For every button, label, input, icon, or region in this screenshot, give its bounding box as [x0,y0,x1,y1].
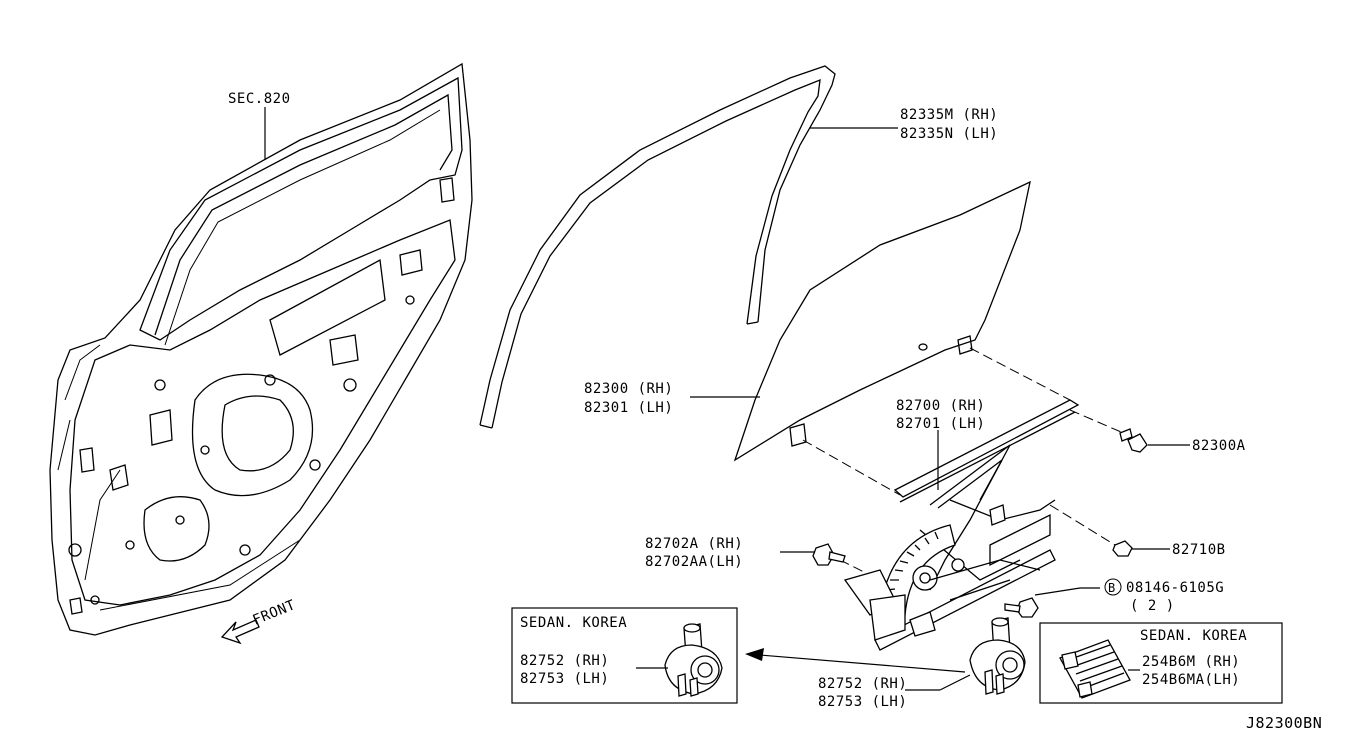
assembly-lines [802,347,1129,611]
bolt-lh-label: 82702AA(LH) [645,554,743,570]
glass-rh-label: 82300 (RH) [584,381,673,397]
section-ref-label: SEC.820 [228,91,291,107]
window-regulator [843,399,1080,651]
regulator-bolt [812,543,846,566]
regulator-lh-label: 82701 (LH) [896,416,985,432]
inset-right-part-lh: 254B6MA(LH) [1142,672,1240,688]
bolt-b-number: 08146-6105G [1126,580,1224,596]
door-glass [733,180,1031,462]
inset-arrow [745,648,966,673]
inset-right-part-rh: 254B6M (RH) [1142,654,1240,670]
motor-lh-label: 82753 (LH) [818,694,907,710]
inset-left-box [511,607,738,704]
regulator-rh-label: 82700 (RH) [896,398,985,414]
sash-rh-label: 82335M (RH) [900,107,998,123]
inset-right-title: SEDAN. KOREA [1140,628,1247,644]
motor-bolt [1004,597,1039,618]
inset-left-motor-rh: 82752 (RH) [520,653,609,669]
inset-right-box [1039,622,1283,704]
regulator-nut [1112,540,1133,557]
regulator-nut-label: 82710B [1172,542,1226,558]
motor-rh-label: 82752 (RH) [818,676,907,692]
glass-lh-label: 82301 (LH) [584,400,673,416]
glass-bolt-label: 82300A [1192,438,1246,454]
inset-left-motor-lh: 82753 (LH) [520,671,609,687]
sash-lh-label: 82335N (LH) [900,126,998,142]
window-motor [969,617,1026,695]
bolt-rh-label: 82702A (RH) [645,536,743,552]
rear-door-panel [49,62,473,636]
diagram-id: J82300BN [1246,714,1322,732]
front-arrow [220,619,260,645]
glass-run-sash [479,65,836,429]
bolt-b-qty: ( 2 ) [1130,598,1175,614]
front-label: FRONT [251,597,298,629]
inset-left-title: SEDAN. KOREA [520,615,627,631]
bolt-b-symbol: B [1108,581,1116,595]
glass-bolt [1119,428,1148,453]
